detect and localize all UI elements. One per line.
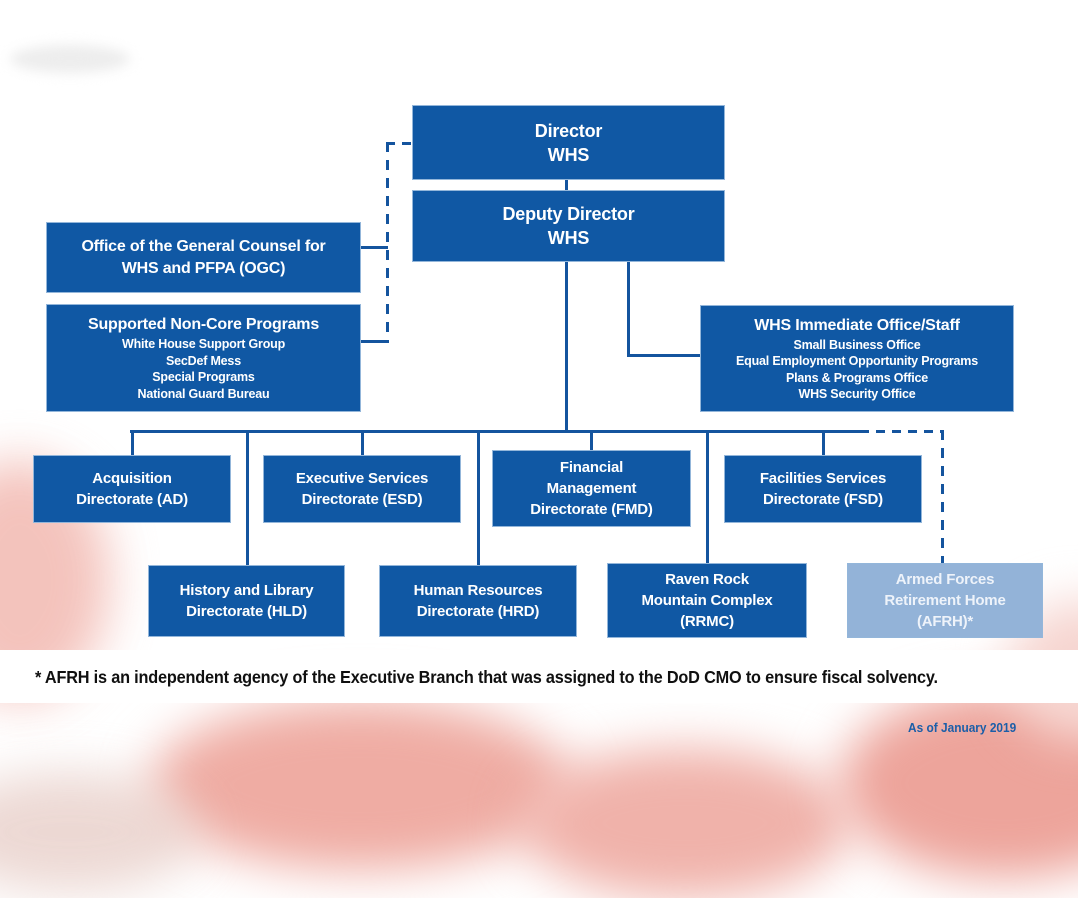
afrh-footnote: * AFRH is an independent agency of the E…	[35, 667, 938, 687]
connector-drop-rrmc	[706, 432, 709, 563]
node-immediate-office-items: Small Business Office Equal Employment O…	[736, 337, 978, 402]
node-directorate-esd-label: Executive Services Directorate (ESD)	[295, 470, 429, 508]
connector-drop-hld	[246, 432, 249, 565]
node-directorate-hrd-label: Human Resources Directorate (HRD)	[413, 582, 543, 620]
connector-dashed-top	[386, 142, 412, 145]
org-chart-slide: Director WHS Deputy Director WHS Office …	[0, 45, 1078, 898]
as-of-date: As of January 2019	[908, 721, 1017, 735]
connector-stub-fsd	[822, 432, 825, 455]
node-directorate-hld-label: History and Library Directorate (HLD)	[179, 582, 314, 620]
node-directorate-hld: History and Library Directorate (HLD)	[148, 565, 345, 637]
node-directorate-ad: Acquisition Directorate (AD)	[33, 455, 231, 523]
node-immediate-office: WHS Immediate Office/Staff Small Busines…	[700, 305, 1014, 412]
node-directorate-ad-label: Acquisition Directorate (AD)	[76, 470, 188, 508]
node-directorate-esd: Executive Services Directorate (ESD)	[263, 455, 461, 523]
node-directorate-rrmc-label: Raven Rock Mountain Complex (RRMC)	[641, 571, 773, 630]
connector-director-deputy	[565, 180, 568, 190]
connector-stub-fmd	[590, 432, 593, 450]
node-directorate-fmd: Financial Management Directorate (FMD)	[492, 450, 691, 527]
node-directorate-fmd-label: Financial Management Directorate (FMD)	[530, 459, 653, 518]
footnote-band	[0, 650, 1078, 703]
node-afrh: Armed Forces Retirement Home (AFRH)*	[847, 563, 1043, 638]
connector-dashed-left	[386, 142, 389, 343]
node-director-label: Director WHS	[534, 120, 603, 165]
connector-ogc-stub	[361, 246, 388, 249]
node-directorate-rrmc: Raven Rock Mountain Complex (RRMC)	[607, 563, 807, 638]
node-director: Director WHS	[412, 105, 725, 180]
node-immediate-office-title: WHS Immediate Office/Staff	[754, 316, 960, 334]
connector-deputy-bus	[565, 262, 568, 432]
bg-mark-top-left	[10, 45, 130, 73]
connector-deputy-immediate-v	[627, 262, 630, 357]
node-supported-programs-items: White House Support Group SecDef Mess Sp…	[121, 337, 286, 401]
node-directorate-fsd-label: Facilities Services Directorate (FSD)	[759, 470, 887, 508]
connector-bus-dashed	[860, 430, 944, 433]
node-supported-programs: Supported Non-Core Programs White House …	[46, 304, 361, 412]
connector-bus	[130, 430, 860, 433]
org-chart: Director WHS Deputy Director WHS Office …	[33, 105, 1043, 638]
node-deputy-director-label: Deputy Director WHS	[502, 204, 635, 248]
connector-stub-esd	[361, 432, 364, 455]
node-ogc: Office of the General Counsel for WHS an…	[46, 222, 361, 293]
connector-supported-stub	[361, 340, 388, 343]
connector-drop-hrd	[477, 432, 480, 565]
connector-deputy-immediate-h	[627, 354, 700, 357]
node-deputy-director: Deputy Director WHS	[412, 190, 725, 262]
connector-afrh-dashed	[941, 430, 944, 563]
node-directorate-fsd: Facilities Services Directorate (FSD)	[724, 455, 922, 523]
node-supported-programs-title: Supported Non-Core Programs	[87, 316, 320, 333]
node-afrh-label: Armed Forces Retirement Home (AFRH)*	[884, 571, 1006, 630]
node-directorate-hrd: Human Resources Directorate (HRD)	[379, 565, 577, 637]
node-ogc-label: Office of the General Counsel for WHS an…	[81, 237, 326, 277]
connector-stub-ad	[131, 432, 134, 455]
